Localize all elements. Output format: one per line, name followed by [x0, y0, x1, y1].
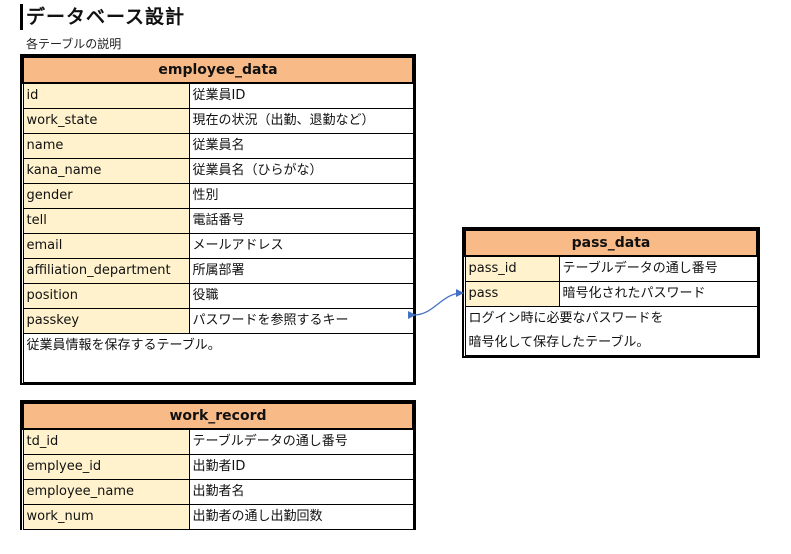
field-description[interactable]: 暗号化されたパスワード: [558, 281, 758, 307]
field-name[interactable]: position: [22, 283, 190, 309]
field-name[interactable]: name: [22, 133, 190, 159]
relation-arrow-icon[interactable]: [408, 285, 470, 321]
relation-line: [408, 289, 464, 320]
field-description[interactable]: 従業員名（ひらがな）: [188, 158, 414, 184]
field-name[interactable]: email: [22, 233, 190, 259]
field-description[interactable]: 出勤者ID: [188, 454, 414, 480]
field-name[interactable]: work_state: [22, 108, 190, 134]
field-name[interactable]: work_num: [22, 504, 190, 530]
field-description[interactable]: 出勤者の通し出勤回数: [188, 504, 414, 530]
note-line: ログイン時に必要なパスワードを: [468, 311, 664, 326]
field-description[interactable]: 所属部署: [188, 258, 414, 284]
field-description[interactable]: 役職: [188, 283, 414, 309]
page-title: データベース設計: [26, 6, 186, 28]
note-line: 暗号化して保存したテーブル。: [468, 335, 650, 350]
field-name[interactable]: affiliation_department: [22, 258, 190, 284]
field-description[interactable]: 現在の状況（出勤、退勤など）: [188, 108, 414, 134]
field-description[interactable]: パスワードを参照するキー: [188, 308, 414, 334]
field-name[interactable]: pass_id: [464, 255, 560, 282]
field-name[interactable]: passkey: [22, 308, 190, 334]
field-description[interactable]: 性別: [188, 183, 414, 209]
page-subtitle: 各テーブルの説明: [26, 37, 122, 51]
field-name[interactable]: pass: [464, 281, 560, 307]
field-name[interactable]: gender: [22, 183, 190, 209]
table-header-pass-data: pass_data: [464, 229, 758, 257]
field-name[interactable]: tell: [22, 208, 190, 234]
field-name[interactable]: kana_name: [22, 158, 190, 184]
table-note[interactable]: ログイン時に必要なパスワードを暗号化して保存したテーブル。: [464, 306, 758, 356]
field-name[interactable]: emplyee_id: [22, 454, 190, 480]
table-header-work-record: work_record: [21, 402, 415, 430]
field-name[interactable]: td_id: [22, 428, 190, 455]
field-description[interactable]: テーブルデータの通し番号: [188, 428, 414, 455]
field-name[interactable]: employee_name: [22, 479, 190, 505]
title-accent-bar: [20, 4, 23, 30]
field-description[interactable]: テーブルデータの通し番号: [558, 255, 758, 282]
field-name[interactable]: id: [22, 82, 190, 109]
table-note[interactable]: 従業員情報を保存するテーブル。: [22, 333, 414, 383]
field-description[interactable]: 電話番号: [188, 208, 414, 234]
field-description[interactable]: 従業員名: [188, 133, 414, 159]
field-description[interactable]: 出勤者名: [188, 479, 414, 505]
field-description[interactable]: 従業員ID: [188, 82, 414, 109]
field-description[interactable]: メールアドレス: [188, 233, 414, 259]
table-header-employee-data: employee_data: [22, 56, 414, 84]
